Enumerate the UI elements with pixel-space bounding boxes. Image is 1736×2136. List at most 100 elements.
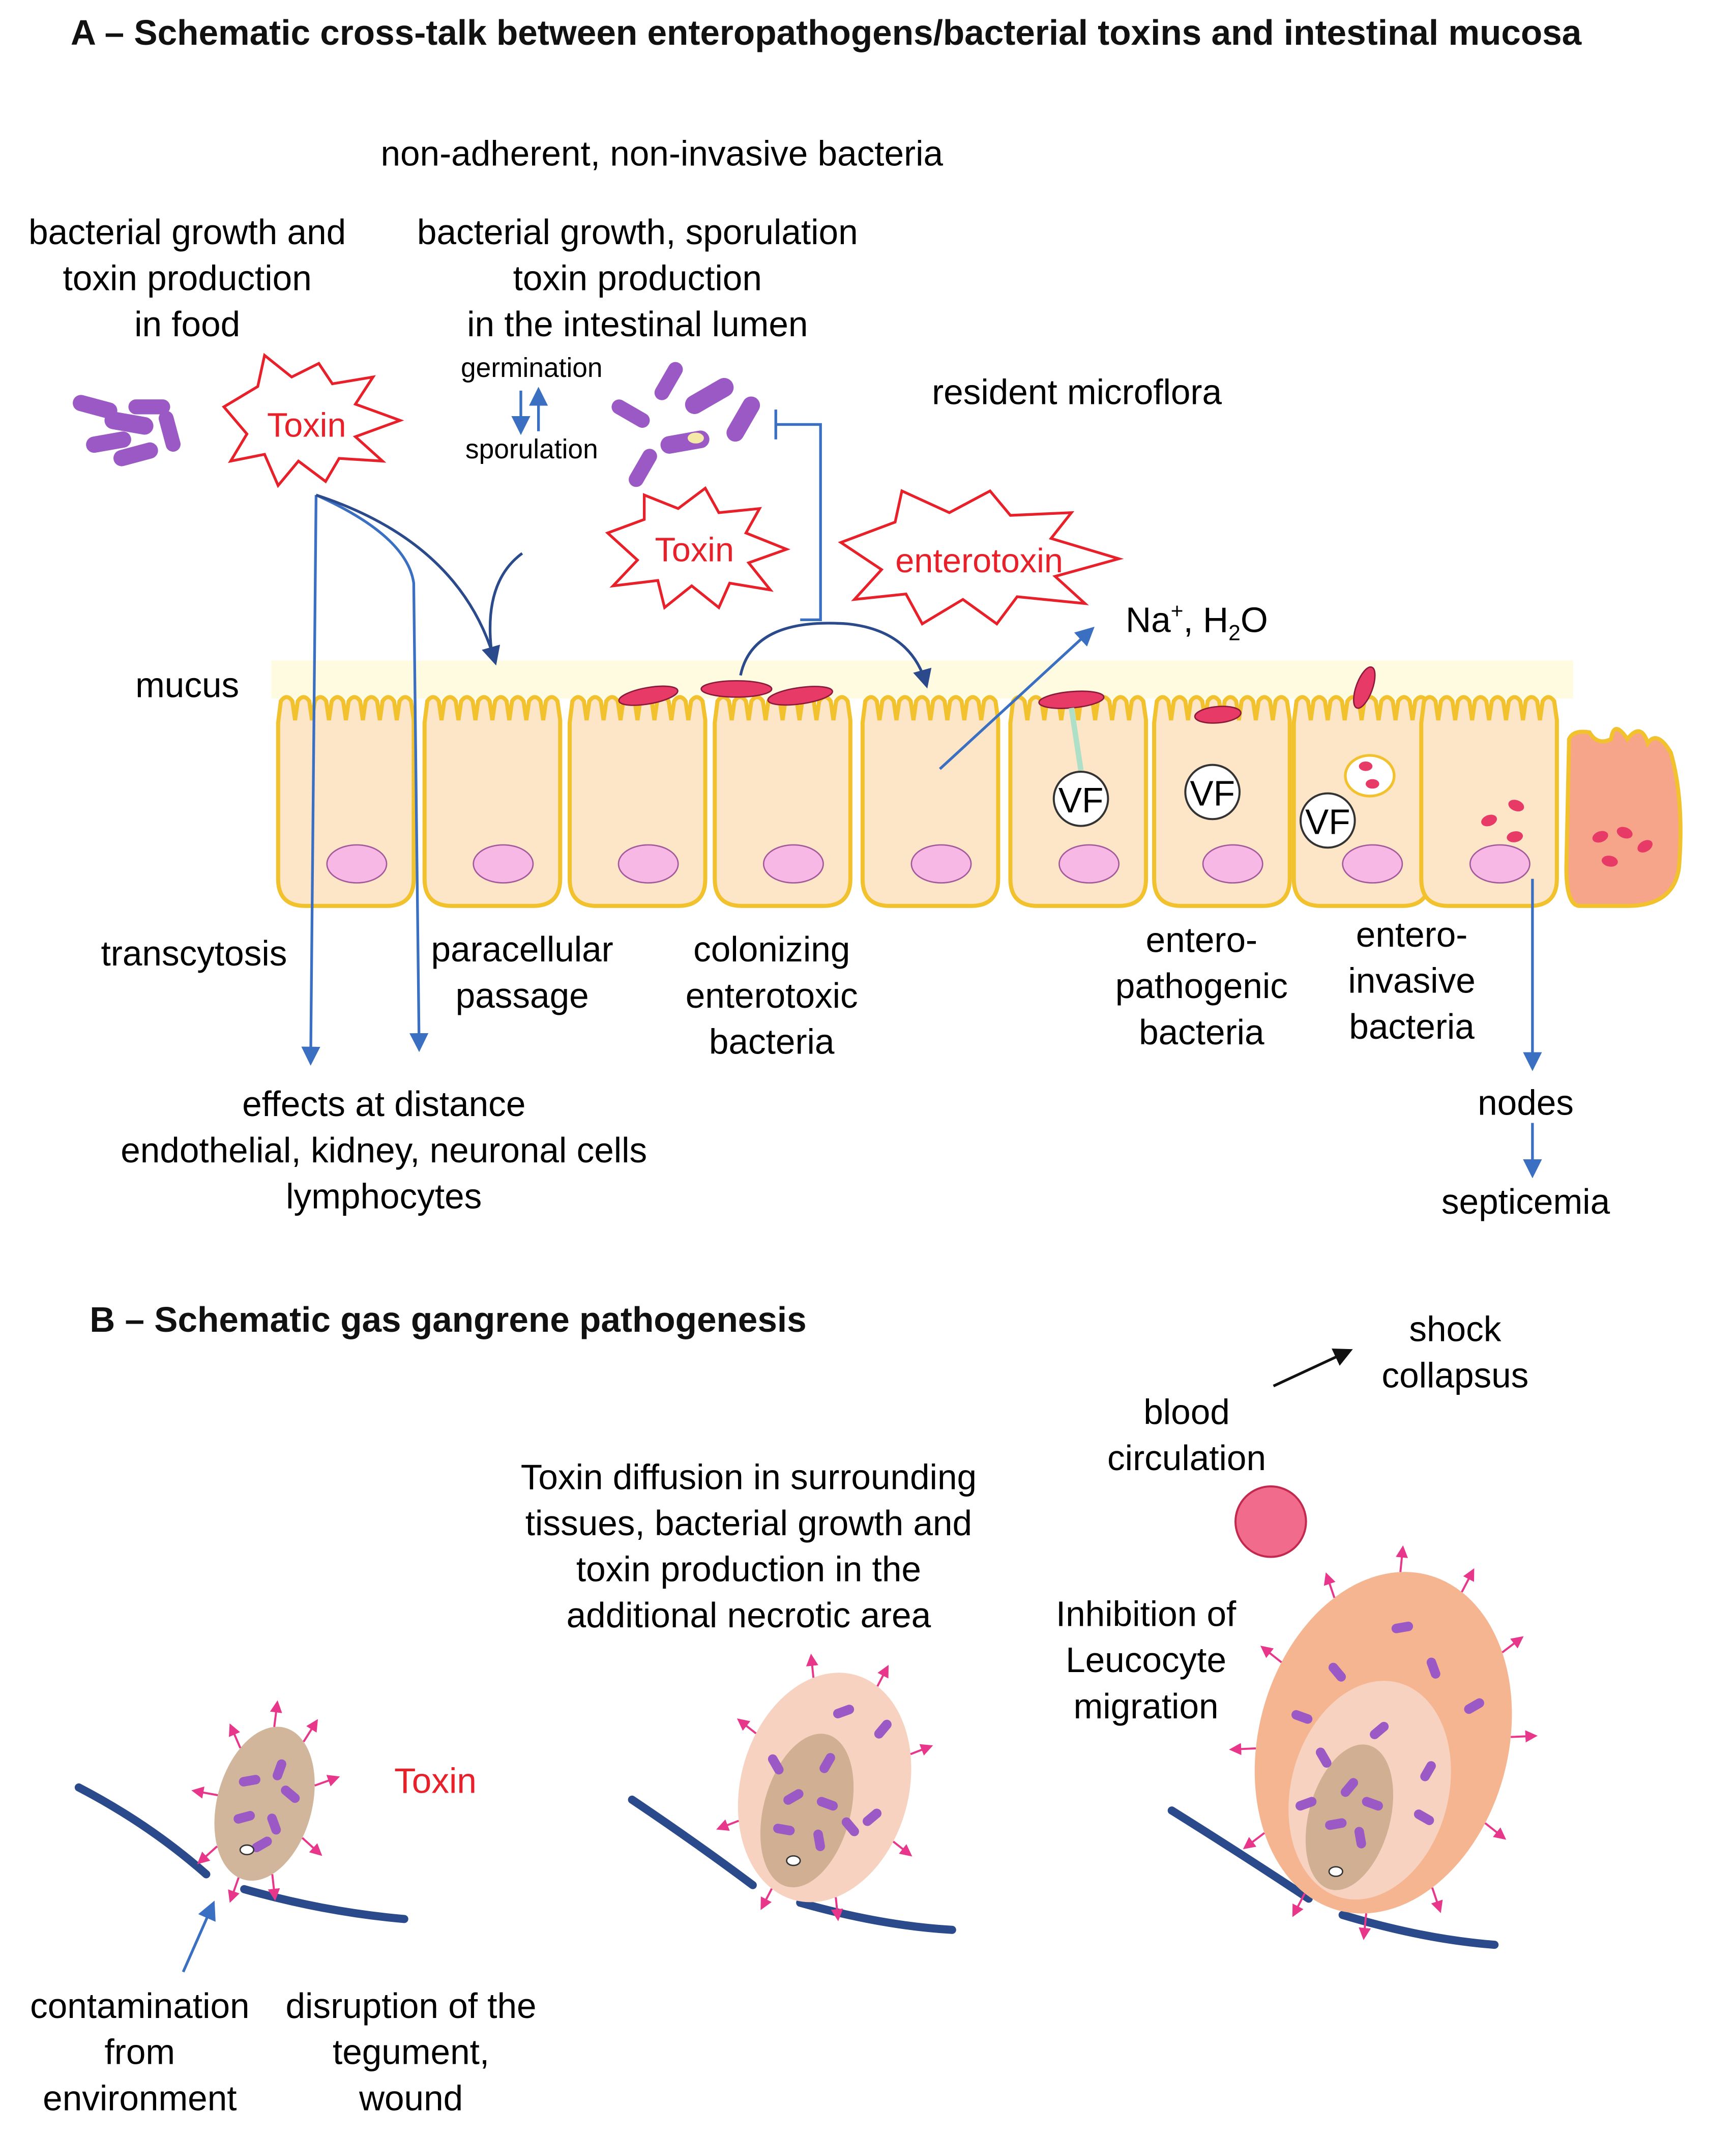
toxin-diffusion-arrow bbox=[1323, 1572, 1336, 1598]
nucleus bbox=[762, 844, 824, 884]
invasive-bacterium-surface bbox=[1352, 666, 1376, 709]
transcytosis-label: transcytosis bbox=[101, 933, 287, 973]
svg-text:migration: migration bbox=[1074, 1686, 1219, 1726]
svg-text:endothelial, kidney, neuronal: endothelial, kidney, neuronal cells bbox=[121, 1130, 647, 1170]
svg-text:bacteria: bacteria bbox=[1349, 1007, 1475, 1046]
svg-text:passage: passage bbox=[456, 976, 589, 1015]
sporulation-label: sporulation bbox=[465, 434, 598, 464]
svg-text:VF: VF bbox=[1190, 774, 1235, 813]
disruption-label: disruption of the tegument, wound bbox=[285, 1986, 536, 2118]
svg-text:colonizing: colonizing bbox=[693, 929, 850, 969]
toxin-diffusion-arrow bbox=[1243, 1832, 1265, 1850]
svg-text:wound: wound bbox=[359, 2078, 463, 2118]
skin-right bbox=[796, 1898, 956, 1934]
epithelial-cell bbox=[1419, 695, 1559, 908]
skin-right bbox=[1338, 1911, 1499, 1949]
toxin-diffusion-arrow bbox=[831, 1897, 843, 1921]
toxin-diffusion-arrow bbox=[892, 1840, 913, 1857]
svg-text:VF: VF bbox=[1305, 802, 1350, 842]
skin-left bbox=[74, 1783, 211, 1879]
svg-text:pathogenic: pathogenic bbox=[1115, 966, 1288, 1006]
svg-text:invasive: invasive bbox=[1348, 961, 1475, 1001]
paracellular-label: paracellular passage bbox=[431, 929, 613, 1015]
toxin-diffusion-arrow bbox=[876, 1664, 889, 1687]
toxin-diffusion-arrow bbox=[314, 1775, 340, 1787]
mucus-label: mucus bbox=[135, 665, 239, 705]
na-h2o-label: Na+, H2O bbox=[1126, 599, 1268, 646]
spore bbox=[687, 432, 704, 444]
food-bacteria-cluster bbox=[71, 393, 183, 469]
diffusion-label: Toxin diffusion in surrounding tissues, … bbox=[521, 1457, 977, 1635]
colonizing-bacteria bbox=[618, 680, 833, 706]
svg-text:environment: environment bbox=[43, 2078, 237, 2118]
svg-text:toxin production in the: toxin production in the bbox=[576, 1549, 921, 1589]
septicemia-label: septicemia bbox=[1441, 1182, 1610, 1221]
attachment-stalk bbox=[1069, 707, 1084, 771]
lumen-toxin-burst: Toxin bbox=[605, 486, 791, 610]
toxin-diffusion-arrow bbox=[910, 1744, 933, 1756]
damaged-cell bbox=[1564, 727, 1683, 908]
svg-text:VF: VF bbox=[1058, 780, 1104, 820]
stage-1-lesion bbox=[74, 1700, 408, 1923]
epithelial-cell bbox=[860, 695, 1001, 908]
colonizing-label: colonizing enterotoxic bacteria bbox=[686, 929, 858, 1061]
toxin-diffusion-arrow bbox=[760, 1888, 773, 1910]
nucleus bbox=[910, 844, 972, 884]
toxin-diffusion-arrow bbox=[228, 1877, 240, 1903]
resident-microflora-label: resident microflora bbox=[932, 372, 1222, 412]
epithelial-cell bbox=[422, 695, 563, 908]
effects-label: effects at distance endothelial, kidney,… bbox=[121, 1084, 647, 1216]
toxin-diffusion-arrow bbox=[1260, 1646, 1282, 1663]
svg-text:effects at distance: effects at distance bbox=[242, 1084, 525, 1124]
toxin-diffusion-arrow bbox=[1229, 1743, 1256, 1755]
svg-text:toxin production: toxin production bbox=[513, 258, 762, 298]
stage-3-bacteria bbox=[1290, 1621, 1486, 1877]
transcytosis-arrows bbox=[301, 493, 523, 1066]
stage-1-toxin-arrows bbox=[191, 1700, 340, 1903]
toxin-diffusion-arrow bbox=[229, 1723, 242, 1749]
epithelial-cells bbox=[276, 695, 1559, 908]
toxin-diffusion-arrow bbox=[197, 1846, 218, 1864]
skin-left bbox=[1167, 1806, 1313, 1903]
toxin-diffusion-arrow bbox=[1511, 1730, 1538, 1743]
toxin-diffusion-arrow bbox=[1461, 1568, 1475, 1593]
toxin-diffusion-arrow bbox=[191, 1787, 218, 1799]
toxin-diffusion-arrow bbox=[1484, 1822, 1507, 1840]
epithelial-cell bbox=[713, 695, 852, 908]
epithelial-cell bbox=[1291, 695, 1432, 908]
svg-text:bacteria: bacteria bbox=[1139, 1012, 1264, 1052]
nucleus bbox=[1058, 844, 1120, 884]
nucleus bbox=[1202, 844, 1263, 884]
svg-text:tegument,: tegument, bbox=[333, 2032, 489, 2072]
svg-text:in the intestinal lumen: in the intestinal lumen bbox=[467, 304, 808, 344]
svg-text:toxin production: toxin production bbox=[63, 258, 312, 298]
nucleus bbox=[473, 844, 534, 884]
svg-text:blood: blood bbox=[1143, 1392, 1230, 1431]
non-adherent-label: non-adherent, non-invasive bacteria bbox=[380, 133, 943, 173]
toxin-diffusion-arrow bbox=[303, 1719, 318, 1743]
svg-text:disruption of the: disruption of the bbox=[285, 1986, 536, 2026]
svg-text:entero-: entero- bbox=[1356, 915, 1468, 954]
stage-1-toxin-label: Toxin bbox=[394, 1761, 477, 1800]
enteroinvasive-label: entero- invasive bacteria bbox=[1348, 915, 1475, 1046]
epithelial-cell bbox=[276, 695, 416, 908]
enterotoxin-burst: enterotoxin bbox=[838, 489, 1124, 626]
stage-1-bacteria bbox=[232, 1758, 302, 1856]
food-toxin-label: Toxin bbox=[267, 406, 346, 444]
damaged-cell-bacteria bbox=[1592, 827, 1653, 867]
intracellular-bacteria bbox=[1481, 800, 1524, 842]
svg-text:additional necrotic area: additional necrotic area bbox=[567, 1595, 931, 1635]
blood-circulation-label: blood circulation bbox=[1107, 1392, 1266, 1478]
toxin-diffusion-arrow bbox=[1396, 1545, 1408, 1572]
lumen-bacteria-cluster bbox=[609, 359, 763, 490]
vf-markers: VF VF VF bbox=[1052, 764, 1356, 849]
nucleus bbox=[1469, 844, 1531, 884]
svg-text:contamination: contamination bbox=[30, 1986, 249, 2026]
stage-3-toxin-arrows bbox=[1229, 1545, 1538, 1940]
toxin-diffusion-arrow bbox=[1431, 1887, 1443, 1913]
shock-label: shock collapsus bbox=[1381, 1309, 1528, 1395]
skin-left bbox=[628, 1795, 757, 1889]
nucleus bbox=[617, 844, 679, 884]
invasive-vacuole bbox=[1344, 754, 1396, 798]
lumen-toxin-label: Toxin bbox=[655, 532, 734, 569]
